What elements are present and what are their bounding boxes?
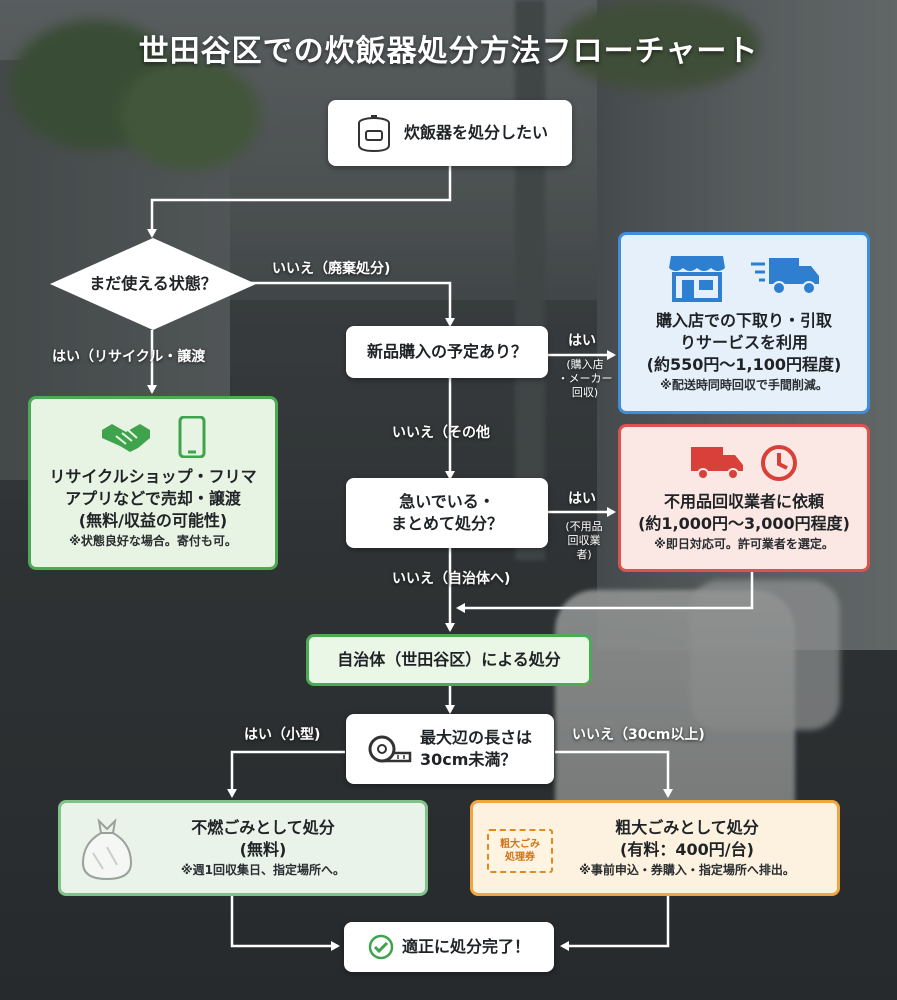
q1-diamond [50, 238, 256, 330]
nonburnable-title-2: (無料) [239, 840, 287, 859]
rice-cooker-icon [357, 115, 390, 153]
clock-icon [760, 445, 797, 481]
truck-icon [690, 447, 743, 480]
nonburnable-note: ※週1回収集日、指定場所へ。 [180, 863, 346, 877]
resale-title-2: アプリなどで売却・譲渡 [65, 489, 241, 508]
tradein-note: ※配送時同時回収で手間削減。 [660, 378, 828, 392]
smartphone-icon [178, 416, 206, 458]
q3-no-label: いいえ（自治体へ) [392, 571, 511, 587]
q4-line-1: 最大辺の長さは [419, 728, 532, 747]
q3-line-1: 急いでいる・ [399, 492, 495, 511]
q3-line-2: まとめて処分？ [390, 514, 503, 533]
q4-no-label: いいえ（30cm以上) [572, 727, 705, 743]
check-circle-icon [368, 934, 394, 960]
oversized-title-2: (有料：400円/台) [620, 840, 754, 859]
handshake-icon [101, 424, 150, 452]
q1-label: まだ使える状態？ [89, 274, 217, 293]
end-label: 適正に処分完了！ [401, 937, 530, 956]
q1-no-label: いいえ（廃棄処分) [272, 261, 391, 277]
q3-yes-label: はい [568, 491, 596, 507]
q2-node: 新品購入の予定あり？ [346, 326, 548, 378]
resale-card: リサイクルショップ・フリマ アプリなどで売却・譲渡 (無料/収益の可能性) ※状… [28, 396, 278, 570]
end-node: 適正に処分完了！ [344, 922, 554, 972]
collector-card: 不用品回収業者に依頼 (約1,000円～3,000円程度) ※即日対応可。許可業… [618, 424, 870, 572]
nonburnable-title-1: 不燃ごみとして処分 [191, 818, 335, 837]
garbage-bag-icon [81, 818, 133, 881]
q2-no-label: いいえ（その他 [392, 425, 490, 441]
oversized-note: ※事前申込・券購入・指定場所へ排出。 [579, 863, 795, 877]
ticket-icon: 粗大ごみ 処理券 [487, 829, 553, 873]
tradein-card: 購入店での下取り・引取 りサービスを利用 (約550円～1,100円程度) ※配… [618, 232, 870, 414]
q4-node: 最大辺の長さは 30cm未満？ [346, 714, 554, 784]
store-icon [668, 256, 725, 302]
collector-title-2: (約1,000円～3,000円程度) [638, 514, 850, 533]
q3-node: 急いでいる・ まとめて処分？ [346, 478, 548, 548]
nonburnable-card: 不燃ごみとして処分 (無料) ※週1回収集日、指定場所へ。 [58, 800, 428, 896]
q3-yes-sub: (不用品回収業者) [565, 520, 603, 561]
q1-node: まだ使える状態？ [48, 236, 258, 332]
municipal-node: 自治体（世田谷区）による処分 [306, 634, 592, 686]
q4-yes-label: はい（小型) [244, 727, 321, 743]
collector-title-1: 不用品回収業者に依頼 [663, 492, 824, 511]
resale-title-3: (無料/収益の可能性) [78, 511, 228, 530]
tradein-title-1: 購入店での下取り・引取 [655, 311, 832, 330]
q2-label: 新品購入の予定あり？ [366, 342, 527, 361]
oversized-card: 粗大ごみ 処理券 粗大ごみとして処分 (有料：400円/台) ※事前申込・券購入… [470, 800, 840, 896]
municipal-label: 自治体（世田谷区）による処分 [337, 650, 561, 669]
q4-line-2: 30cm未満？ [419, 750, 517, 769]
delivery-truck-icon [750, 258, 819, 295]
ticket-line-2: 処理券 [505, 852, 535, 863]
q2-yes-label: はい [568, 333, 596, 349]
tape-measure-icon [368, 735, 412, 763]
tradein-title-2: りサービスを利用 [679, 333, 808, 352]
resale-note: ※状態良好な場合。寄付も可。 [69, 534, 237, 548]
q1-yes-label: はい（リサイクル・譲渡 [52, 349, 206, 365]
collector-note: ※即日対応可。許可業者を選定。 [654, 537, 834, 551]
q2-yes-sub: (購入店・メーカー回収) [557, 358, 613, 399]
ticket-line-1: 粗大ごみ [500, 839, 540, 850]
page-title: 世田谷区での炊飯器処分方法フローチャート [138, 34, 759, 69]
resale-title-1: リサイクルショップ・フリマ [49, 467, 257, 486]
tradein-title-3: (約550円～1,100円程度) [646, 355, 842, 374]
oversized-title-1: 粗大ごみとして処分 [615, 818, 759, 837]
start-node: 炊飯器を処分したい [328, 100, 572, 166]
start-label: 炊飯器を処分したい [403, 123, 548, 142]
